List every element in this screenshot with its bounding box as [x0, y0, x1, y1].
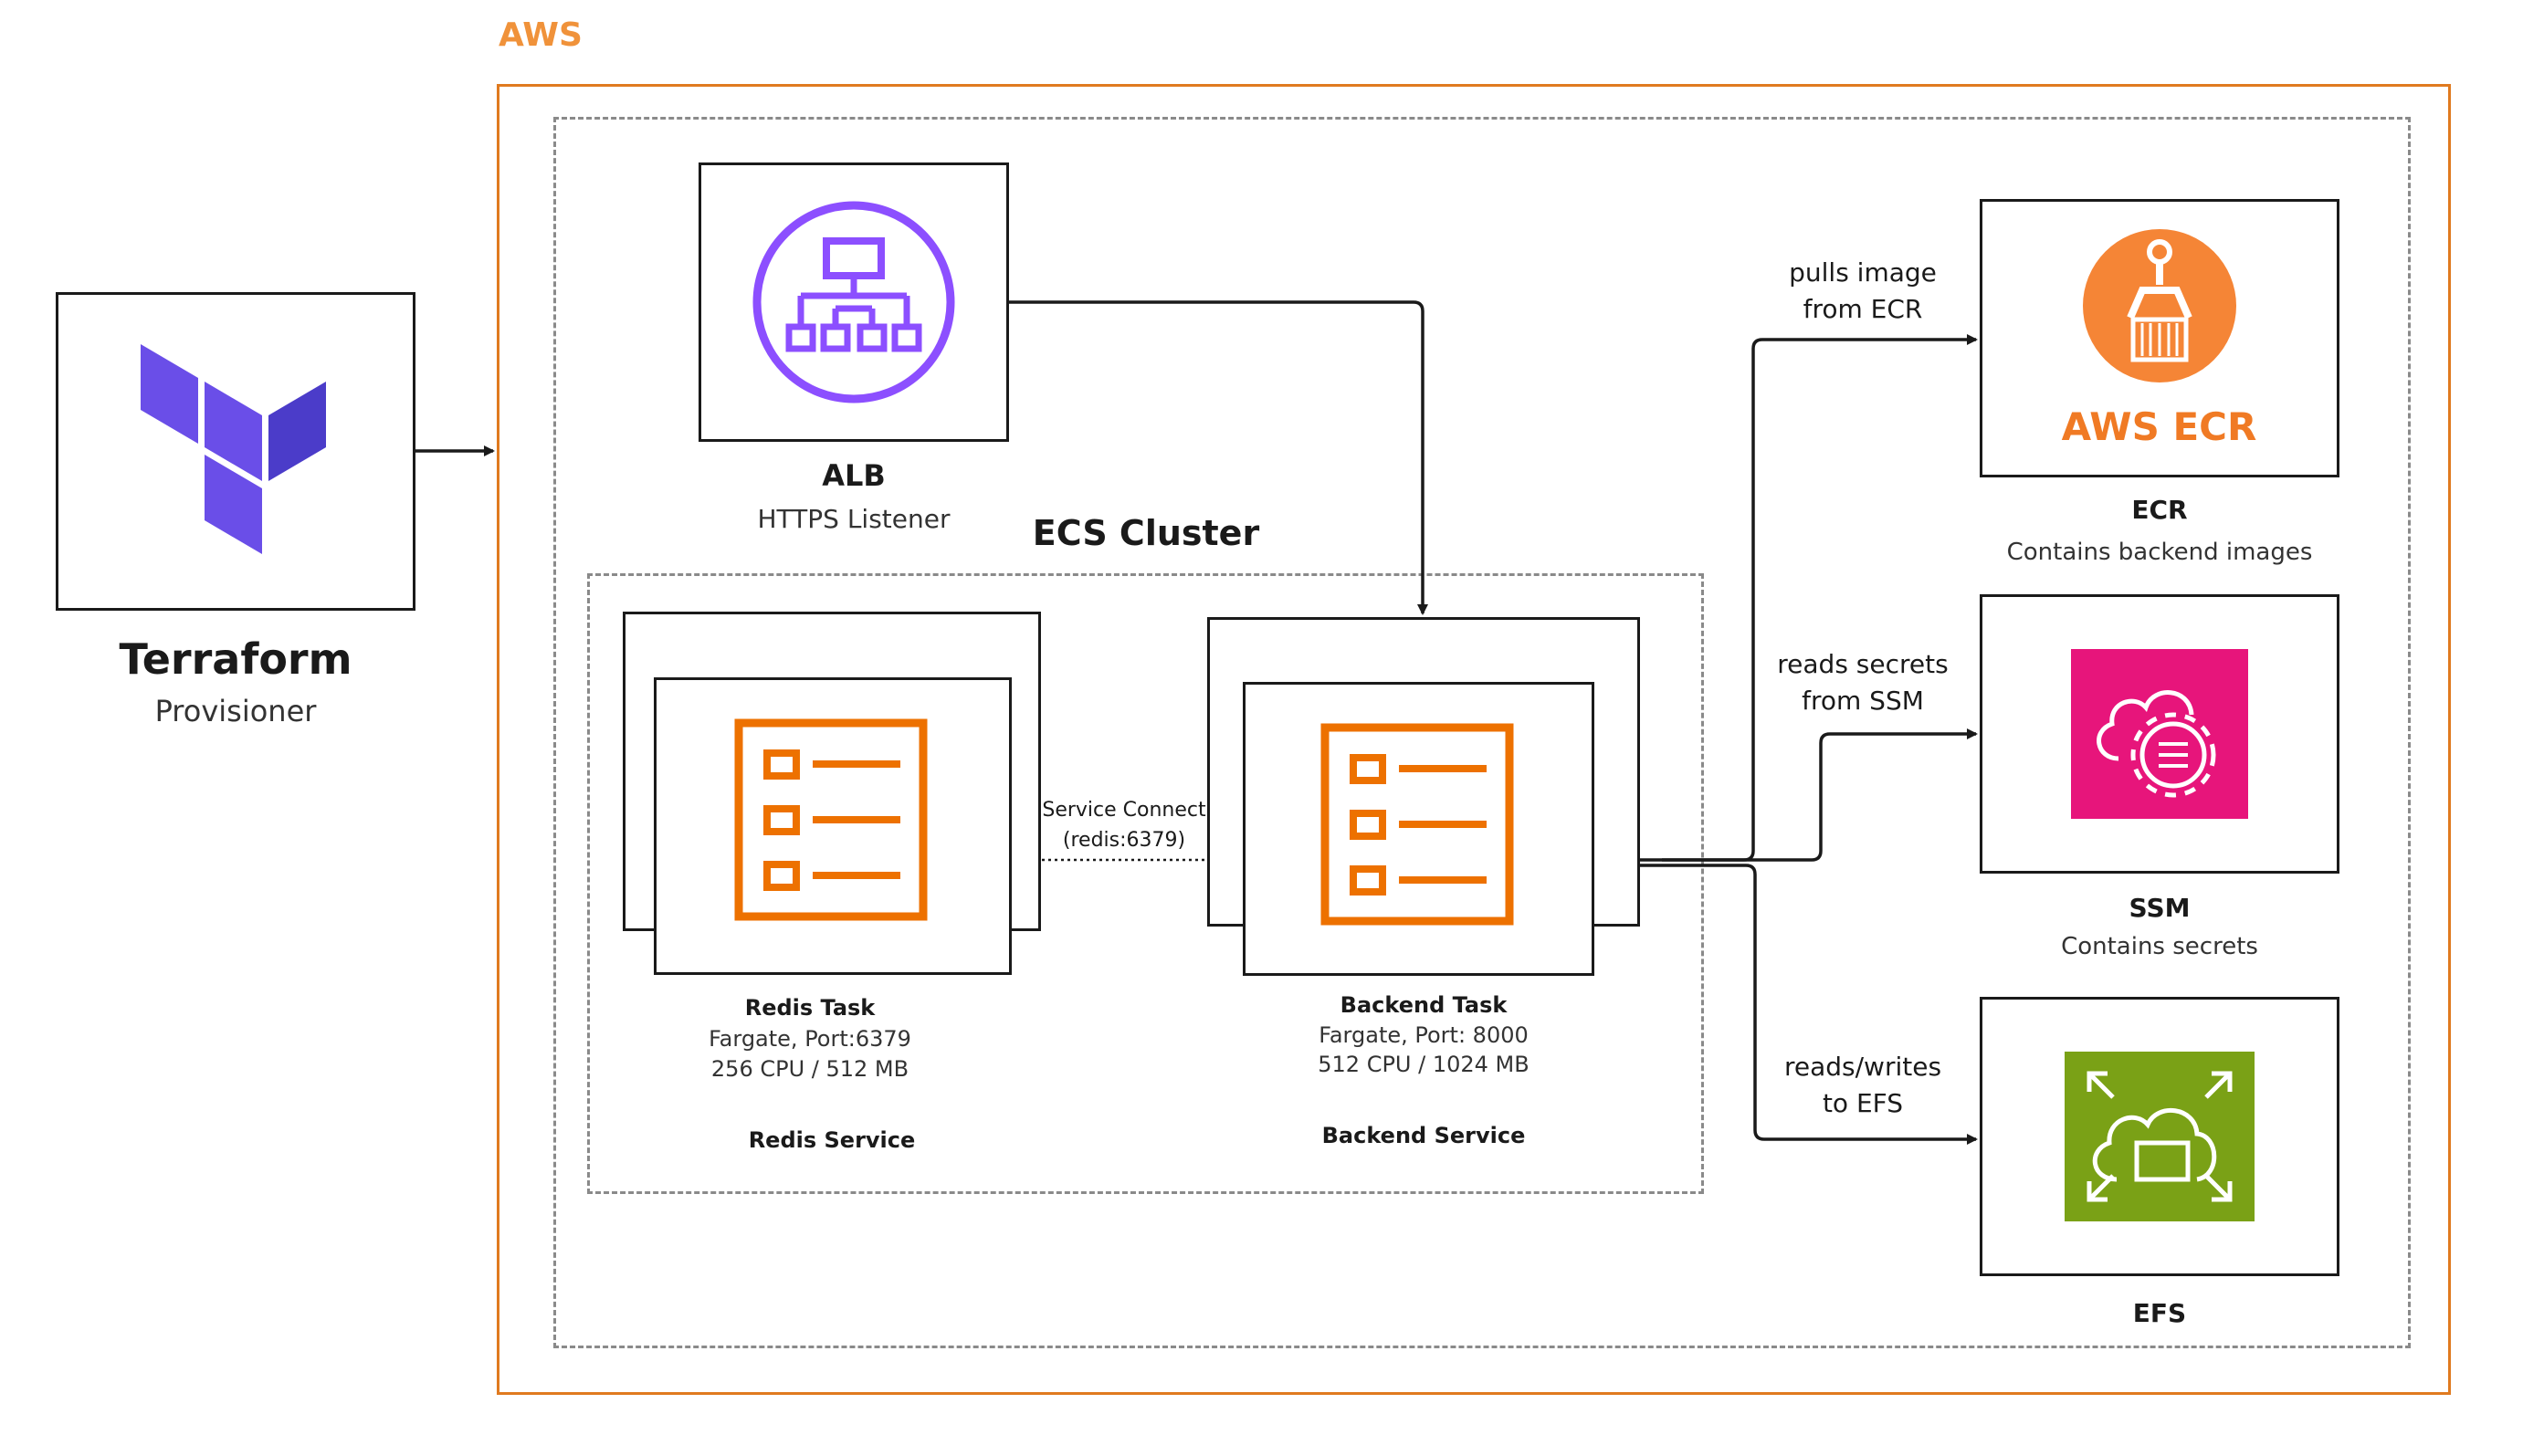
ssm-cloud-gear-icon — [2071, 649, 2248, 819]
ecs-task-icon — [1320, 723, 1514, 926]
edge-label-ecr-2: from ECR — [1803, 294, 1923, 324]
terraform-title: Terraform — [119, 634, 352, 684]
alb-node[interactable] — [699, 162, 1009, 442]
terraform-node[interactable] — [56, 292, 415, 611]
backend-task-line2: 512 CPU / 1024 MB — [1318, 1052, 1530, 1077]
ssm-title: SSM — [2129, 893, 2191, 923]
redis-task-line2: 256 CPU / 512 MB — [710, 1056, 909, 1082]
aws-label: AWS — [499, 16, 583, 54]
ecr-subtitle: Contains backend images — [2006, 539, 2313, 566]
edge-label-ecr-1: pulls image — [1789, 257, 1937, 288]
alb-to-backend-arrow — [1009, 300, 1428, 615]
service-connect-label: Service Connect — [1042, 799, 1206, 822]
redis-task-line1: Fargate, Port:6379 — [709, 1026, 911, 1052]
redis-task-box[interactable] — [654, 677, 1012, 975]
edge-label-efs-2: to EFS — [1822, 1088, 1904, 1118]
backend-task-title: Backend Task — [1340, 992, 1508, 1018]
ecr-robot-arm-icon — [2083, 229, 2236, 382]
aws-boundary — [497, 84, 2451, 1395]
ecr-node[interactable]: AWS ECR — [1980, 199, 2339, 477]
terraform-logo-icon — [141, 344, 326, 554]
backend-service-label: Backend Service — [1321, 1123, 1526, 1148]
edge-label-efs-1: reads/writes — [1783, 1052, 1942, 1082]
ssm-subtitle: Contains secrets — [2061, 933, 2258, 960]
ecs-cluster-boundary — [587, 573, 1704, 1194]
aws-inner-boundary — [553, 117, 2411, 1348]
alb-title: ALB — [822, 458, 886, 493]
load-balancer-icon — [752, 201, 955, 403]
terraform-subtitle: Provisioner — [154, 694, 317, 728]
edge-label-ssm-2: from SSM — [1802, 686, 1924, 716]
efs-cloud-folder-icon — [2065, 1052, 2255, 1221]
backend-task-line1: Fargate, Port: 8000 — [1319, 1022, 1529, 1048]
ecs-cluster-title: ECS Cluster — [1032, 513, 1260, 553]
backend-to-efs-arrow — [1640, 864, 1978, 1145]
redis-task-title: Redis Task — [744, 995, 876, 1021]
backend-to-ecr-arrow — [1640, 334, 1978, 862]
alb-subtitle: HTTPS Listener — [757, 504, 951, 534]
redis-service-label: Redis Service — [748, 1127, 916, 1153]
backend-task-box[interactable] — [1243, 682, 1594, 976]
ssm-node[interactable] — [1980, 594, 2339, 874]
backend-to-ssm-arrow — [1662, 728, 1978, 862]
service-connect-port: (redis:6379) — [1062, 829, 1186, 852]
ecr-title: ECR — [2131, 495, 2188, 525]
ecs-task-icon — [734, 718, 928, 921]
efs-title: EFS — [2132, 1298, 2187, 1328]
edge-label-ssm-1: reads secrets — [1777, 649, 1949, 679]
ecr-logo-text: AWS ECR — [2061, 404, 2257, 449]
efs-node[interactable] — [1980, 997, 2339, 1276]
